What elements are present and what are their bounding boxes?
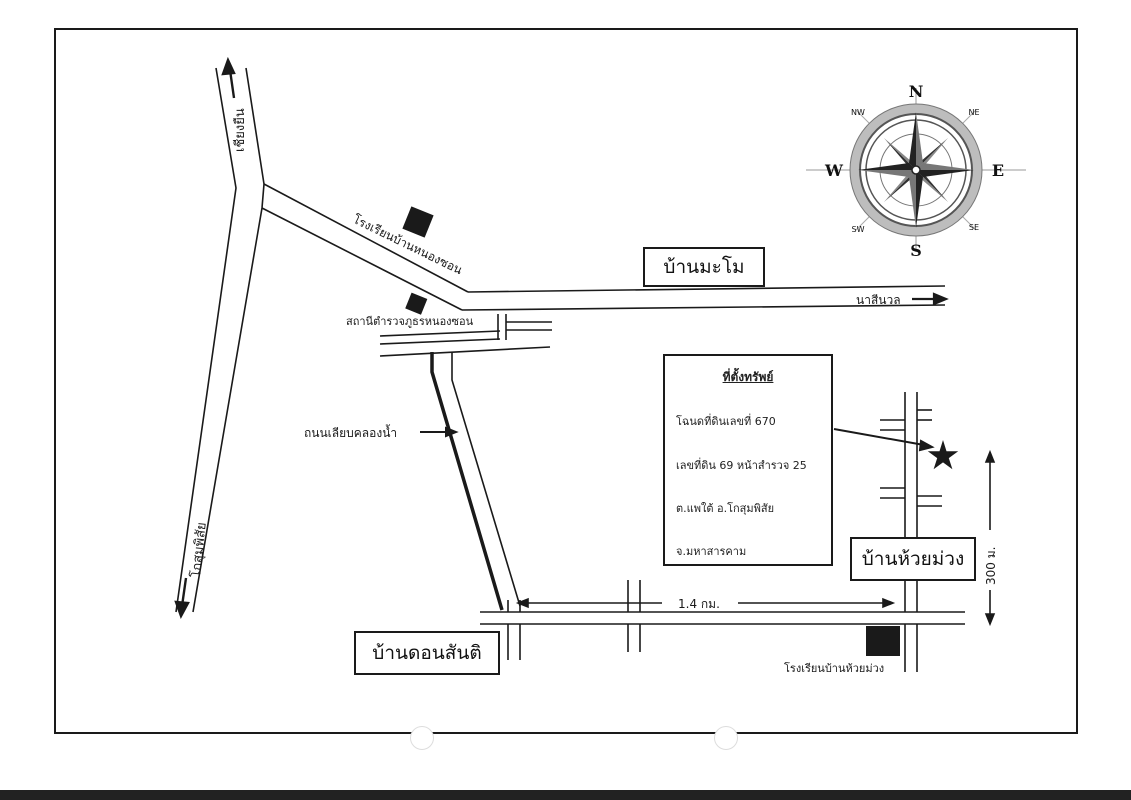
punch-hole-right	[714, 726, 738, 750]
arrow-property	[833, 428, 935, 452]
arrow-chiang-yuen	[221, 56, 236, 99]
arrow-kosum-phisai	[174, 577, 190, 619]
school-nong-son-marker	[402, 206, 434, 238]
road-label-chiang-yuen: เชียงยืน	[232, 108, 248, 152]
compass-sw: SW	[852, 225, 865, 234]
property-deed-line: โฉนดที่ดินเลขที่ 670	[676, 415, 776, 428]
arrow-canal-road	[420, 426, 459, 438]
road-label-na-si-nuan: นาสีนวล	[856, 293, 901, 307]
canal-crossing	[379, 314, 552, 357]
label-school-huai-muang: โรงเรียนบ้านห้วยม่วง	[784, 661, 884, 675]
compass-east: E	[992, 161, 1004, 180]
road-bottom	[480, 580, 965, 660]
arrow-na-si-nuan	[912, 292, 949, 306]
dimension-horizontal	[515, 597, 896, 609]
place-don-santi: บ้านดอนสันติ	[354, 631, 500, 675]
compass-north: N	[909, 82, 924, 101]
place-huai-muang: บ้านห้วยม่วง	[850, 537, 976, 581]
distance-vertical-label: 300 ม.	[984, 547, 998, 585]
road-canal-side	[430, 352, 521, 611]
compass-ne: NE	[968, 108, 979, 117]
property-province-line: จ.มหาสารคาม	[676, 545, 747, 558]
road-nong-son	[261, 183, 469, 311]
map-frame	[54, 28, 1078, 734]
compass-nw: NW	[851, 108, 865, 117]
compass-rose: N S E W NE NW SE SW	[806, 82, 1026, 260]
compass-se: SE	[969, 223, 979, 232]
road-label-kosum-phisai: โกสุมพิสัย	[188, 522, 210, 579]
road-label-canal: ถนนเลียบคลองน้ำ	[304, 424, 397, 440]
compass-south: S	[910, 241, 922, 260]
star-icon	[927, 440, 959, 470]
distance-horizontal-label: 1.4 กม.	[678, 597, 720, 611]
property-info-box: ที่ตั้งทรัพย์ โฉนดที่ดินเลขที่ 670 เลขที…	[663, 354, 833, 566]
property-info-title: ที่ตั้งทรัพย์	[722, 370, 774, 384]
compass-west: W	[824, 161, 844, 180]
property-parcel-line: เลขที่ดิน 69 หน้าสำรวจ 25	[676, 459, 807, 472]
punch-hole-left	[410, 726, 434, 750]
road-highway-left	[175, 67, 265, 613]
police-station-marker	[405, 292, 428, 315]
property-district-line: ต.แพใต้ อ.โกสุมพิสัย	[676, 502, 775, 515]
road-na-si-nuan	[461, 285, 946, 311]
scan-edge	[0, 790, 1131, 800]
label-police-station: สถานีตำรวจภูธรหนองซอน	[346, 315, 474, 328]
place-makhamo: บ้านมะโม	[643, 247, 765, 287]
school-huai-muang-marker	[866, 626, 900, 656]
dimension-vertical	[984, 449, 996, 627]
